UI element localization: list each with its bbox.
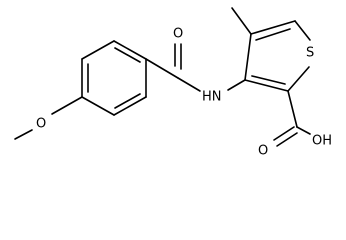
bond-ring-to-methoxy-oxygen <box>51 96 83 115</box>
bond <box>250 20 296 35</box>
bond-nitrogen-to-thiophene <box>227 79 246 91</box>
bond-carbonyl-to-nitrogen <box>177 77 201 92</box>
bond-ring-to-methyl <box>231 7 252 35</box>
bond <box>113 40 147 60</box>
acid-oxygen-label: O <box>258 144 268 159</box>
bond <box>244 79 289 92</box>
double-bond-inner <box>251 75 286 85</box>
acid-double-bond <box>276 132 298 147</box>
bond-methoxy-oxygen-to-methyl <box>14 129 33 140</box>
bond <box>81 96 115 116</box>
bond <box>81 40 115 60</box>
benzene-ring <box>81 40 147 116</box>
bond-acid-carbon-to-hydroxyl <box>296 126 311 135</box>
bond <box>287 66 310 92</box>
bond-ring-to-carbonyl-carbon <box>145 58 179 79</box>
double-bond-inner <box>114 47 141 63</box>
bond <box>294 20 311 41</box>
double-bond-inner <box>114 93 141 109</box>
thiophene-ring <box>244 20 311 92</box>
bond-ring-to-acid-carbon <box>287 90 298 128</box>
bond <box>113 96 147 116</box>
acid-hydroxyl-label: OH <box>312 134 332 149</box>
methoxy-oxygen-label: O <box>36 117 46 132</box>
bond <box>244 33 252 81</box>
double-bond-inner <box>255 28 291 41</box>
acid-double-bond <box>273 126 295 141</box>
molecule-structure-diagram: O O HN S O OH <box>14 7 332 159</box>
ring-sulfur-label: S <box>306 46 314 61</box>
amide-nitrogen-label: HN <box>202 90 222 105</box>
amide-oxygen-label: O <box>173 27 183 42</box>
